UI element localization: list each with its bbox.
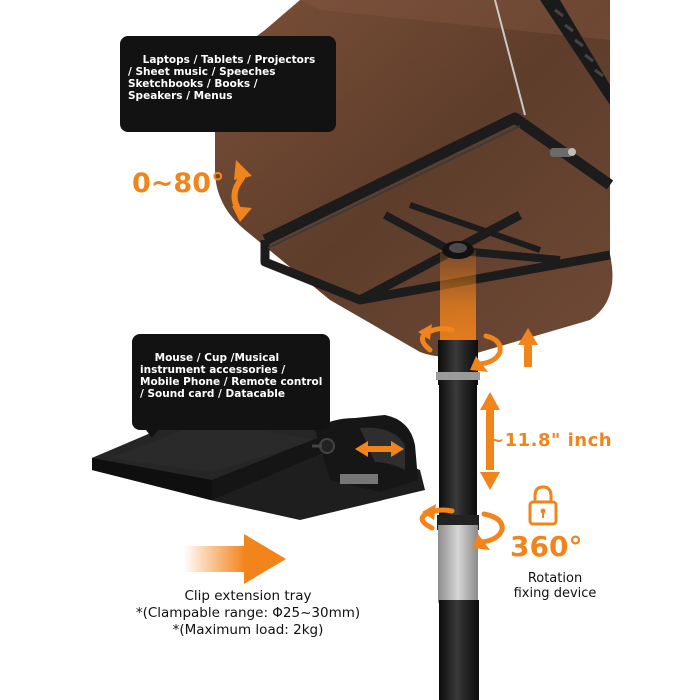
tray-uses-text: Mouse / Cup /Musical instrument accessor… [140,352,323,400]
rotation-caption: Rotation fixing device [513,571,597,601]
up-arrow-icon [518,328,538,367]
callout-tail [325,58,334,70]
tilt-range-label: 0~80° [132,168,225,199]
desk-ledge [494,0,610,116]
rotate-arrowhead [472,534,490,550]
rotate-arrowhead [422,504,436,520]
lock-icon [528,485,558,526]
up-down-arrow-icon [480,392,500,490]
clamp-arrow-icon [355,441,404,457]
tilt-arrow-icon [231,160,252,222]
rotation-value-label: 360° [510,530,583,563]
tray-caption: Clip extension tray *(Clampable range: Φ… [118,588,378,639]
desk-uses-callout: Laptops / Tablets / Projectors / Sheet m… [120,36,336,132]
rotate-arrowhead [470,356,488,372]
tray-caption-range: *(Clampable range: Φ25~30mm) [135,605,361,621]
tray-uses-callout: Mouse / Cup /Musical instrument accessor… [132,334,330,438]
tray-caption-title: Clip extension tray [184,588,312,604]
frame-bolt [550,148,576,157]
desk-uses-text: Laptops / Tablets / Projectors / Sheet m… [128,54,316,102]
stand-pole [436,340,480,700]
height-adjust-label: ~11.8" inch [489,430,613,451]
callout-tail [146,430,158,438]
tray-caption-load: *(Maximum load: 2kg) [172,622,324,638]
rotate-arrowhead [418,324,432,340]
right-arrow-icon [183,534,286,584]
